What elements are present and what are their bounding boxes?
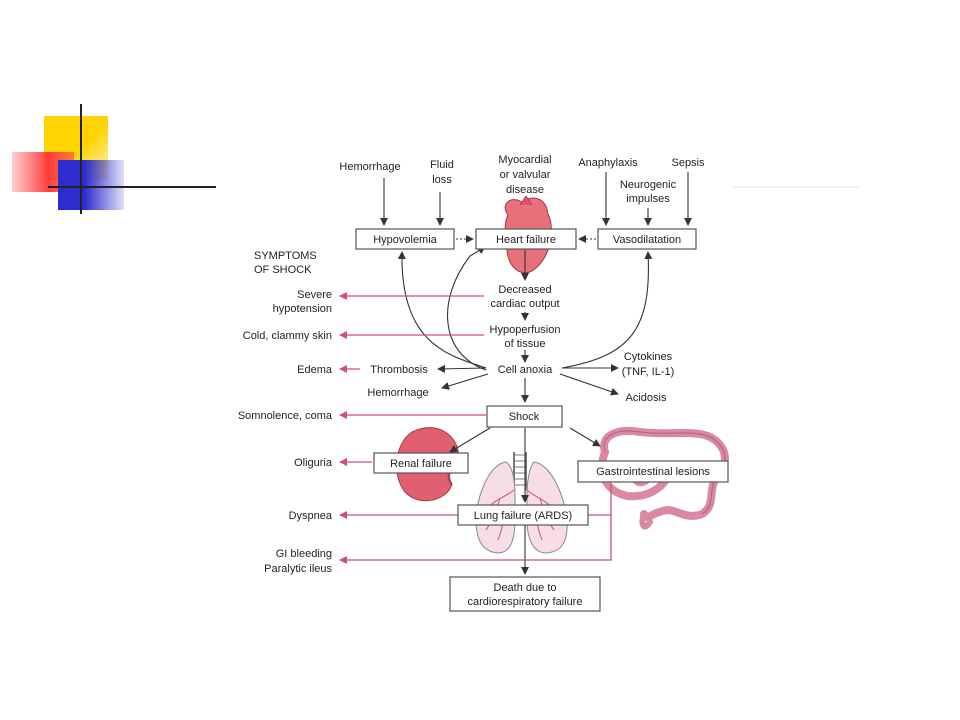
- slide-accent-horizontal-line: [48, 186, 216, 188]
- cause-neurogenic-line2: impulses: [626, 193, 670, 205]
- symptom-edema: Edema: [297, 364, 333, 376]
- symptoms-header-line1: SYMPTOMS: [254, 250, 317, 262]
- lung-failure-label: Lung failure (ARDS): [474, 510, 572, 522]
- cause-fluid-loss-line2: loss: [432, 174, 452, 186]
- cause-myocardial-line1: Myocardial: [498, 154, 551, 166]
- cause-hemorrhage: Hemorrhage: [339, 161, 400, 173]
- death-box: [449, 576, 601, 612]
- heart-failure-box: [475, 228, 577, 250]
- cause-fluid-loss-line1: Fluid: [430, 159, 454, 171]
- acidosis-label: Acidosis: [626, 392, 667, 404]
- symptom-connectors: [339, 292, 612, 564]
- cell-anoxia-label: Cell anoxia: [498, 364, 553, 376]
- flow-arrows: [380, 172, 692, 575]
- symptom-somnolence: Somnolence, coma: [238, 410, 333, 422]
- hypovolemia-label: Hypovolemia: [373, 234, 437, 246]
- shock-label: Shock: [509, 411, 540, 423]
- lung-failure-box: [457, 504, 589, 526]
- cause-myocardial-line2: or valvular: [500, 169, 551, 181]
- renal-failure-label: Renal failure: [390, 458, 452, 470]
- hypoperfusion-line2: of tissue: [505, 338, 546, 350]
- symptom-dyspnea: Dyspnea: [289, 510, 333, 522]
- symptom-paralytic-ileus: Paralytic ileus: [264, 563, 332, 575]
- renal-failure-box: [373, 452, 469, 474]
- shock-box: [486, 405, 563, 428]
- vasodilatation-label: Vasodilatation: [613, 234, 681, 246]
- symptom-cold-skin: Cold, clammy skin: [243, 330, 332, 342]
- cause-sepsis: Sepsis: [671, 157, 705, 169]
- gi-lesions-label: Gastrointestinal lesions: [596, 466, 710, 478]
- decreased-output-line2: cardiac output: [490, 298, 559, 310]
- symptoms-header-line2: OF SHOCK: [254, 264, 312, 276]
- vasodilatation-box: [597, 228, 697, 250]
- symptom-severe-line2: hypotension: [273, 303, 332, 315]
- cytokines-line1: Cytokines: [624, 351, 673, 363]
- cause-neurogenic-line1: Neurogenic: [620, 179, 677, 191]
- cause-myocardial-line3: disease: [506, 184, 544, 196]
- gi-lesions-box: [577, 460, 729, 483]
- lungs-illustration: [475, 452, 568, 554]
- hemorrhage-result-label: Hemorrhage: [367, 387, 428, 399]
- death-label-line1: Death due to: [494, 582, 557, 594]
- heart-failure-label: Heart failure: [496, 234, 556, 246]
- symptom-severe-line1: Severe: [297, 289, 332, 301]
- symptom-gi-bleeding: GI bleeding: [276, 548, 332, 560]
- decreased-output-line1: Decreased: [498, 284, 551, 296]
- cause-anaphylaxis: Anaphylaxis: [578, 157, 638, 169]
- cytokines-line2: (TNF, IL-1): [622, 366, 675, 378]
- symptom-oliguria: Oliguria: [294, 457, 333, 469]
- hypovolemia-box: [355, 228, 455, 250]
- slide-accent-blue-square: [58, 160, 124, 210]
- hypoperfusion-line1: Hypoperfusion: [490, 324, 561, 336]
- slide-title-underline: [732, 186, 860, 188]
- death-label-line2: cardiorespiratory failure: [468, 596, 583, 608]
- thrombosis-label: Thrombosis: [370, 364, 428, 376]
- slide-accent-vertical-line: [80, 104, 82, 214]
